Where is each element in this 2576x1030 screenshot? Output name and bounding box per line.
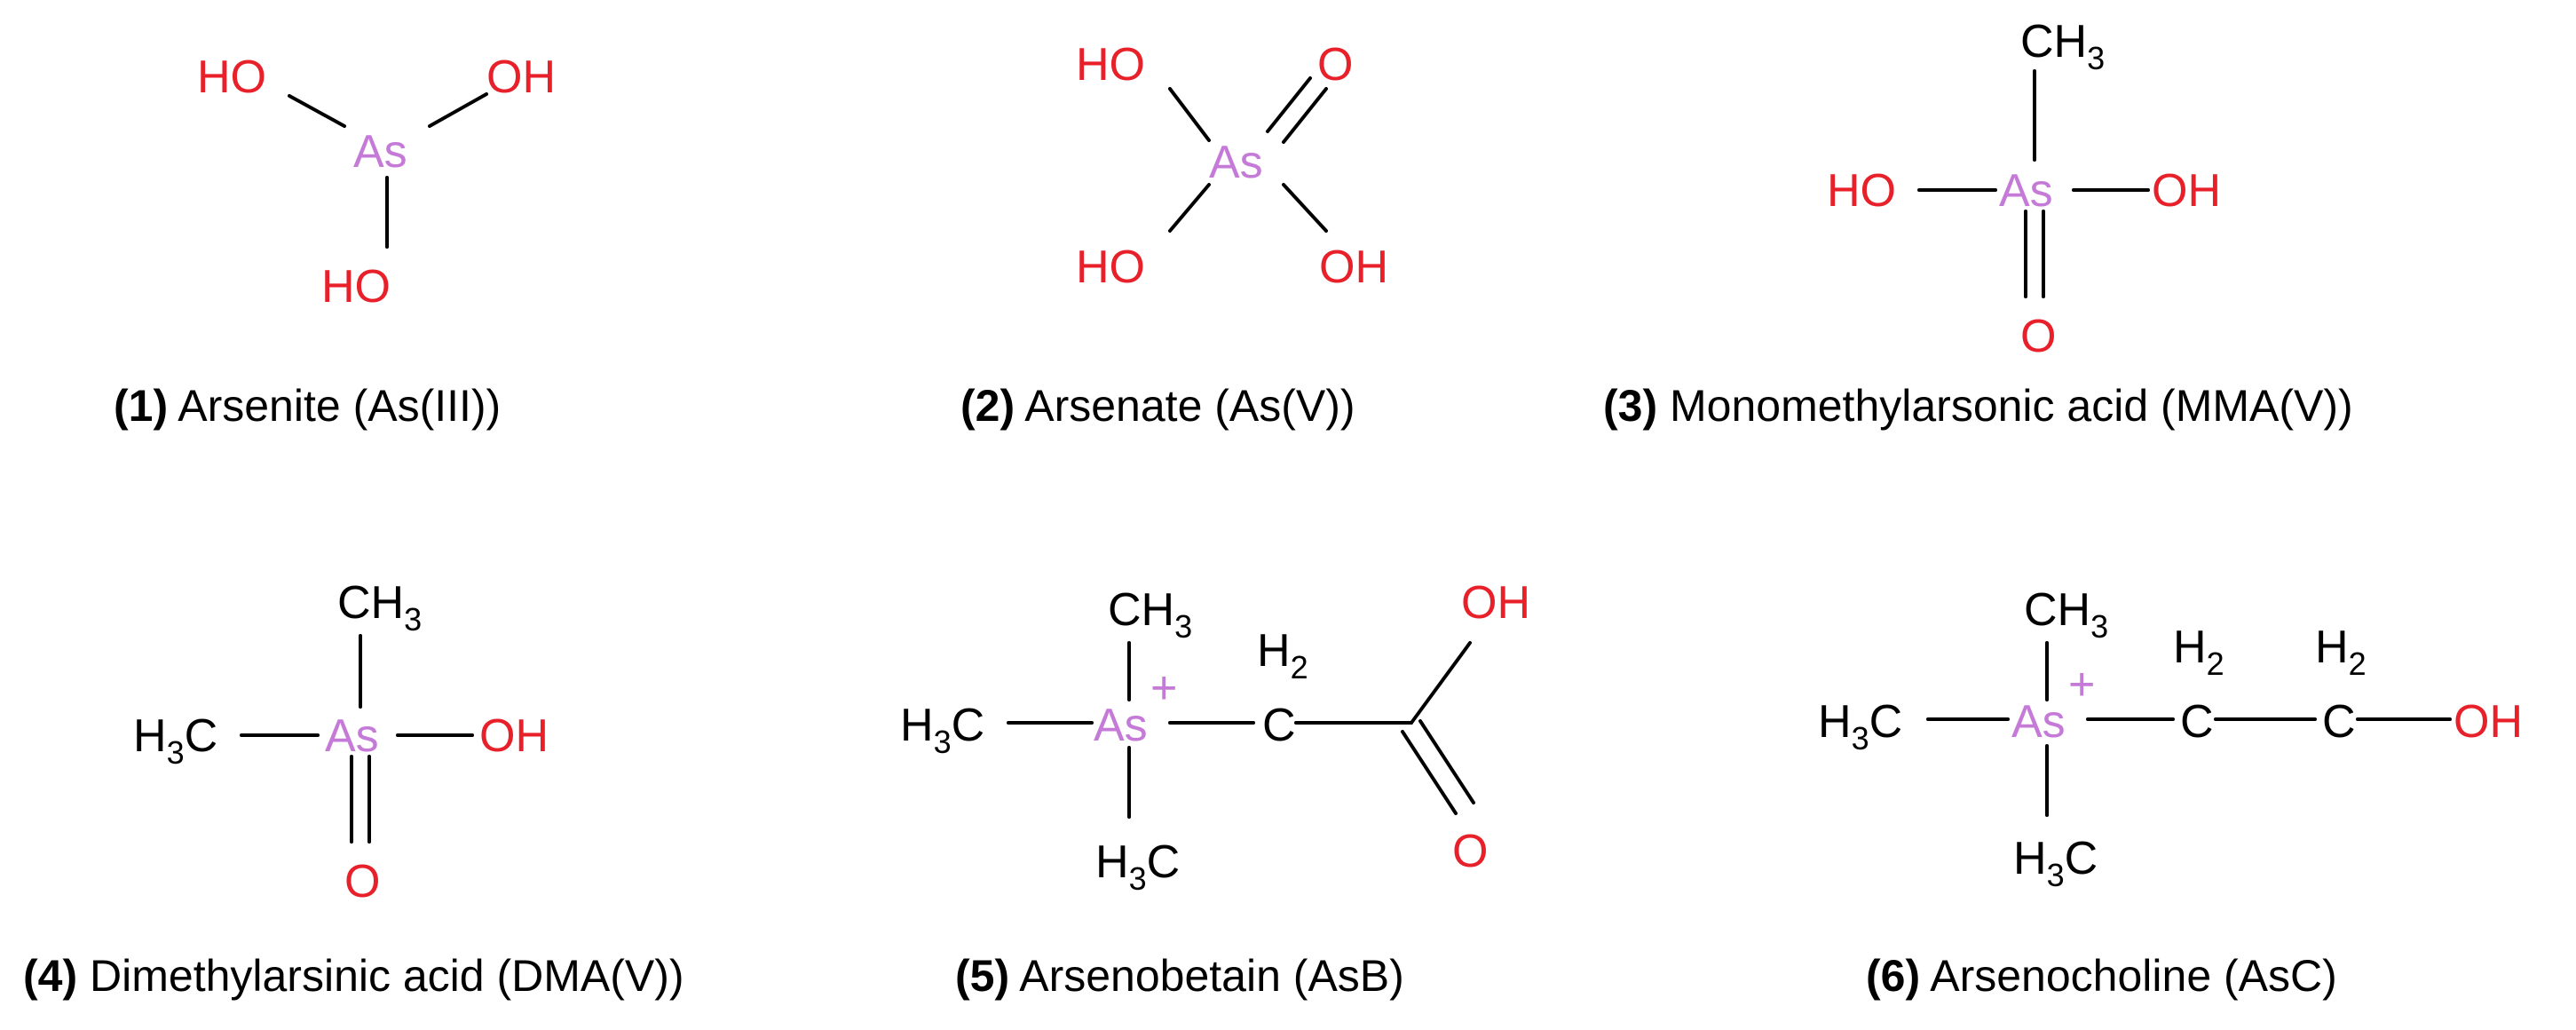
atom-hydroxyl-bottom-right: OH [1319, 242, 1388, 293]
atom-hydroxyl-left: HO [1827, 165, 1896, 217]
caption-dma: (4) Dimethylarsinic acid (DMA(V)) [23, 951, 684, 1001]
atom-methylene-carbon-2: C [2322, 696, 2356, 748]
positive-charge: + [2068, 659, 2095, 710]
atom-hydroxyl-right: OH [2152, 165, 2221, 217]
caption-mma: (3) Monomethylarsonic acid (MMA(V)) [1603, 381, 2353, 431]
methylene-hydrogens-2: H2 [2315, 622, 2367, 682]
atom-methylene-carbon: C [1262, 700, 1296, 751]
structure-mma: CH3 HO As OH O [1827, 16, 2221, 362]
atom-arsenic: As [2011, 696, 2066, 748]
atom-arsenic: As [353, 126, 407, 178]
atom-methyl-bottom: H3C [2013, 833, 2098, 893]
structure-arsenite: HO OH As HO [197, 52, 556, 313]
caption-arsenobetain: (5) Arsenobetain (AsB) [955, 951, 1404, 1001]
atom-methyl-top: CH3 [2020, 16, 2105, 76]
methylene-hydrogens-1: H2 [2173, 622, 2224, 682]
atom-arsenic: As [325, 710, 379, 762]
atom-methylene-carbon-1: C [2180, 696, 2214, 748]
atom-arsenic: As [1999, 165, 2053, 217]
atom-hydroxyl-right: OH [486, 52, 556, 103]
structure-arsenobetain: CH3 H3C As + H2 C OH O H3C [900, 577, 1530, 897]
atom-oxo: O [2020, 311, 2056, 362]
atom-oxo: O [1317, 39, 1353, 91]
structure-arsenocholine: CH3 H3C As + H2 C H2 C OH H3C [1818, 584, 2523, 893]
atom-arsenic: As [1209, 137, 1263, 188]
atom-methyl-top: CH3 [2024, 584, 2108, 645]
atom-methyl-bottom: H3C [1095, 836, 1180, 897]
atom-hydroxyl: OH [2454, 696, 2523, 748]
atom-methyl-top: CH3 [337, 577, 422, 638]
atom-hydroxyl-bottom-left: HO [1076, 242, 1145, 293]
atom-oxo: O [1452, 826, 1488, 877]
caption-arsenite: (1) Arsenite (As(III)) [114, 381, 501, 431]
atom-methyl-left: H3C [900, 700, 984, 760]
atom-hydroxyl: OH [479, 710, 549, 762]
structure-arsenate: HO O As HO OH [1076, 39, 1388, 293]
atom-hydroxyl-bottom: HO [321, 261, 391, 313]
caption-arsenate: (2) Arsenate (As(V)) [960, 381, 1355, 431]
atom-hydroxyl: OH [1461, 577, 1530, 629]
atom-hydroxyl-top-left: HO [1076, 39, 1145, 91]
atom-methyl-left: H3C [1818, 696, 1902, 757]
atom-hydroxyl-left: HO [197, 52, 266, 103]
atom-arsenic: As [1094, 700, 1148, 751]
atom-oxo: O [344, 856, 380, 907]
caption-arsenocholine: (6) Arsenocholine (AsC) [1866, 951, 2337, 1001]
structure-dma: CH3 H3C As OH O [133, 577, 549, 907]
atom-methyl-top: CH3 [1108, 584, 1192, 645]
positive-charge: + [1150, 662, 1177, 714]
atom-methyl-left: H3C [133, 710, 217, 771]
methylene-hydrogens: H2 [1257, 625, 1308, 685]
